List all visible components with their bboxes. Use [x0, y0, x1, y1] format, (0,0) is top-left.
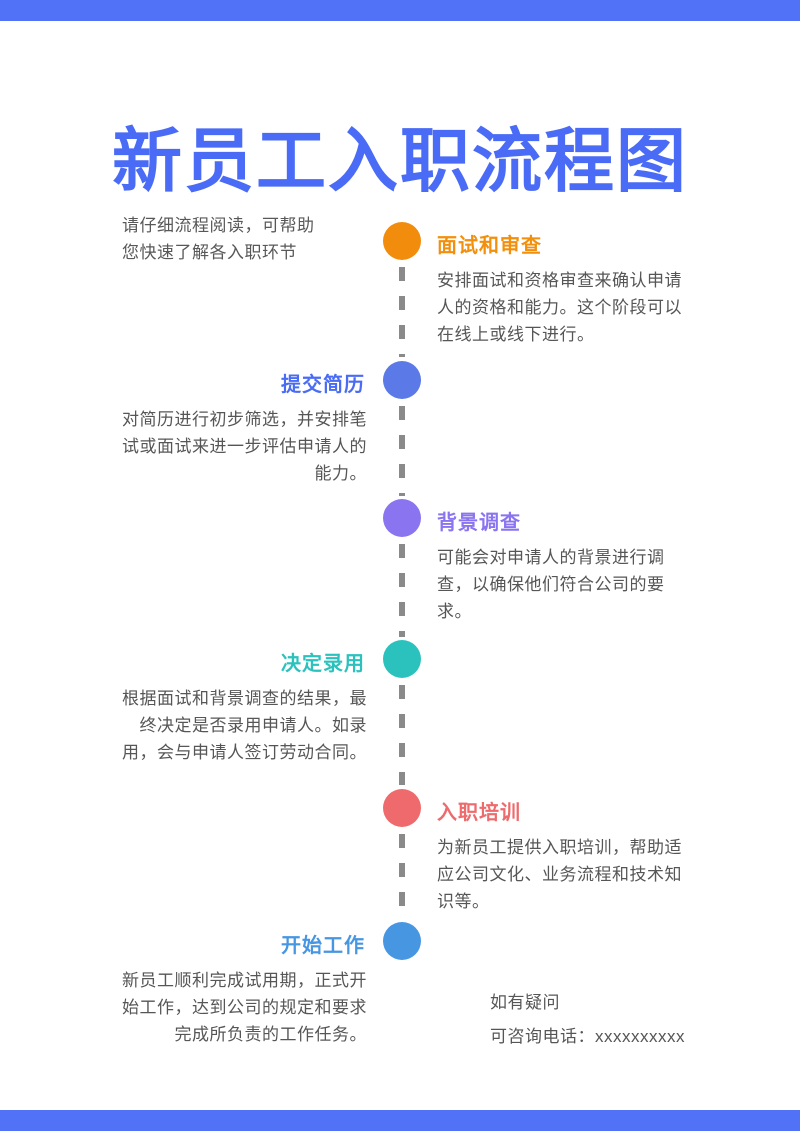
- step-1-title: 面试和审查: [437, 235, 542, 257]
- step-5-title: 入职培训: [437, 802, 521, 824]
- step-6-description: 新员工顺利完成试用期，正式开始工作，达到公司的规定和要求完成所负责的工作任务。: [122, 971, 367, 1044]
- page-title: 新员工入职流程图: [112, 121, 688, 200]
- intro-text: 请仔细流程阅读，可帮助 您快速了解各入职环节: [122, 212, 372, 266]
- timeline-connector: [399, 267, 405, 357]
- timeline-connector: [399, 685, 405, 785]
- step-2-title: 提交简历: [281, 374, 365, 396]
- step-3-dot: [383, 499, 421, 537]
- step-1-dot: [383, 222, 421, 260]
- step-4-description: 根据面试和背景调查的结果，最终决定是否录用申请人。如录用，会与申请人签订劳动合同…: [122, 689, 367, 762]
- top-border-bar: [0, 0, 800, 21]
- step-1-description: 安排面试和资格审查来确认申请人的资格和能力。这个阶段可以在线上或线下进行。: [437, 271, 682, 344]
- step-5-dot: [383, 789, 421, 827]
- intro-line-2: 您快速了解各入职环节: [122, 243, 297, 262]
- step-4-dot: [383, 640, 421, 678]
- timeline-connector: [399, 834, 405, 919]
- step-4-title: 决定录用: [281, 653, 365, 675]
- timeline-connector: [399, 544, 405, 637]
- step-2-dot: [383, 361, 421, 399]
- step-5-description: 为新员工提供入职培训，帮助适应公司文化、业务流程和技术知识等。: [437, 838, 682, 911]
- intro-line-1: 请仔细流程阅读，可帮助: [122, 216, 315, 235]
- step-3-title: 背景调查: [437, 512, 521, 534]
- contact-info: 如有疑问 可咨询电话：xxxxxxxxxx: [490, 986, 750, 1054]
- timeline-connector: [399, 406, 405, 496]
- step-3-description: 可能会对申请人的背景进行调查，以确保他们符合公司的要求。: [437, 548, 665, 621]
- bottom-border-bar: [0, 1110, 800, 1131]
- contact-phone: 可咨询电话：xxxxxxxxxx: [490, 1027, 685, 1046]
- step-6-dot: [383, 922, 421, 960]
- step-2-description: 对简历进行初步筛选，并安排笔试或面试来进一步评估申请人的能力。: [122, 410, 367, 483]
- contact-line-1: 如有疑问: [490, 993, 560, 1012]
- step-6-title: 开始工作: [281, 935, 365, 957]
